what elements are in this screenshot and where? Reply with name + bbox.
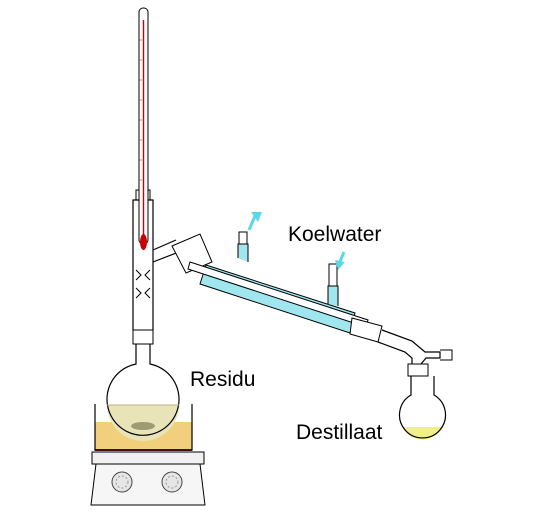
arrow-up-icon <box>247 212 262 231</box>
coolant-inlet-barb <box>327 263 339 306</box>
distillate-label: Destillaat <box>296 421 383 444</box>
hotplate <box>90 451 206 506</box>
coolant-outlet-barb <box>237 231 249 262</box>
coolant-label: Koelwater <box>288 223 382 246</box>
boiling-flask <box>106 329 180 441</box>
knob-icon <box>161 471 183 493</box>
knob-icon <box>111 471 133 493</box>
thermometer <box>138 7 149 250</box>
residue-label: Residu <box>190 368 256 391</box>
condenser <box>171 212 383 343</box>
arrow-down-icon <box>335 251 346 270</box>
receiving-flask <box>398 363 447 440</box>
